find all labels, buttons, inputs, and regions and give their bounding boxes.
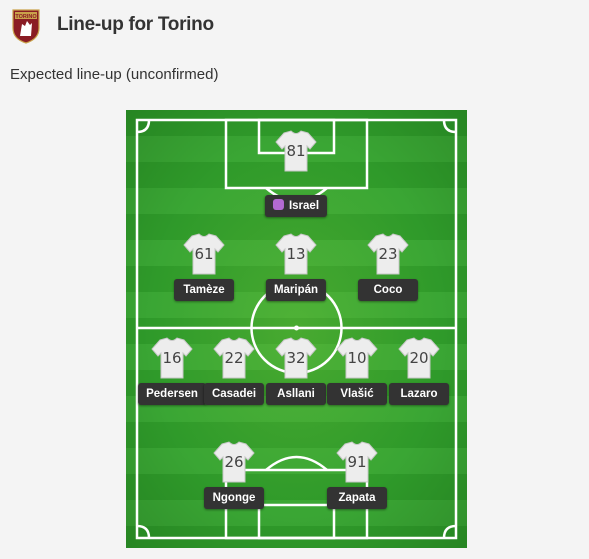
shirt-number: 20 [409,349,429,367]
player-name-tag: Israel [264,195,328,217]
player-card[interactable]: 20 Lazaro [379,337,459,407]
shirt-icon [367,233,409,275]
shirt-number: 26 [224,453,244,471]
shirt-number: 91 [347,453,367,471]
shirt-icon [275,233,317,275]
shirt-icon [183,233,225,275]
shirt-icon [336,337,378,379]
shirt-icon [398,337,440,379]
header: TORINO Line-up for Torino [0,0,589,52]
player-name-tag: Coco [358,279,418,301]
svg-text:TORINO: TORINO [15,14,37,20]
player-name-tag: Tamèze [174,279,234,301]
goalkeeper-glove-icon [272,199,284,210]
shirt-number: 81 [286,142,306,160]
player-name-tag: Lazaro [389,383,449,405]
player-name-tag: Maripán [265,279,327,301]
pitch-markings [135,118,458,540]
player-card[interactable]: 91 Zapata [317,441,397,511]
football-pitch: 81 Israel 61 Tamèze 13 Maripán 23 Coco 1… [126,110,467,548]
player-card[interactable]: 13 Maripán [256,233,336,303]
page-title: Line-up for Torino [57,14,214,35]
player-card[interactable]: 26 Ngonge [194,441,274,511]
player-name-tag: Vlašić [327,383,387,405]
shirt-number: 32 [286,349,306,367]
shirt-icon [275,130,317,172]
shirt-icon [336,441,378,483]
player-card[interactable]: 23 Coco [348,233,428,303]
player-card[interactable]: 10 Vlašić [317,337,397,407]
player-name-tag: Asllani [266,383,326,405]
shirt-number: 16 [162,349,182,367]
player-card[interactable]: 32 Asllani [256,337,336,407]
player-card[interactable]: 61 Tamèze [164,233,244,303]
shirt-number: 23 [378,245,398,263]
shirt-icon [213,441,255,483]
shirt-number: 13 [286,245,306,263]
torino-crest-icon: TORINO [11,8,41,44]
shirt-number: 61 [194,245,214,263]
lineup-status: Expected line-up (unconfirmed) [10,66,219,83]
shirt-number: 10 [347,349,367,367]
player-card[interactable]: 16 Pedersen [132,337,212,407]
shirt-icon [213,337,255,379]
shirt-number: 22 [224,349,244,367]
shirt-icon [275,337,317,379]
shirt-icon [151,337,193,379]
player-goalkeeper[interactable]: 81 Israel [256,130,336,217]
player-card[interactable]: 22 Casadei [194,337,274,407]
player-name-tag: Pedersen [138,383,206,405]
player-name-tag: Zapata [327,487,387,509]
player-name-tag: Ngonge [204,487,264,509]
player-name-tag: Casadei [203,383,265,405]
